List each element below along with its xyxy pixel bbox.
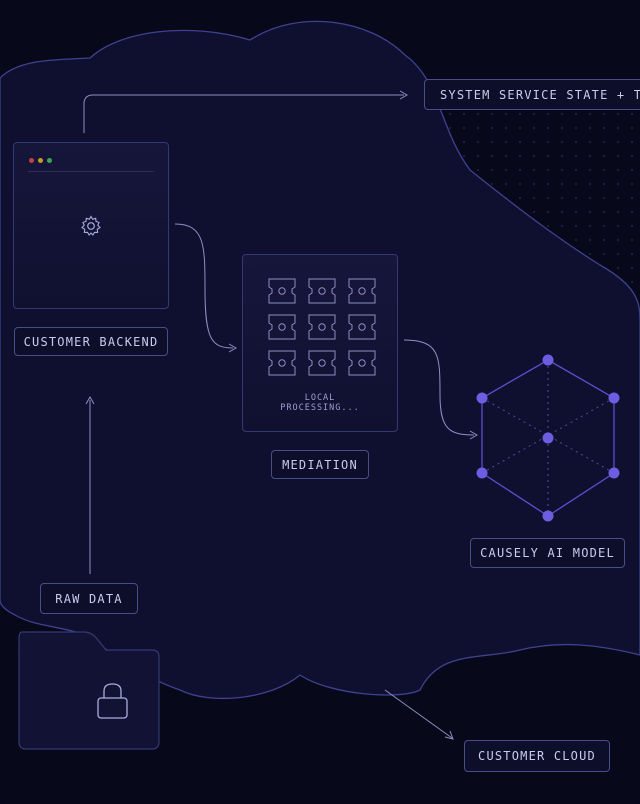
arrow-mediation-to-model	[403, 339, 475, 436]
chip-icon	[268, 350, 296, 376]
chip-icon	[348, 314, 376, 340]
raw-data-label: RAW DATA	[40, 583, 138, 614]
window-divider	[28, 171, 154, 172]
arrow-backend-to-mediation	[174, 223, 234, 349]
mediation-panel: LOCAL PROCESSING...	[242, 254, 398, 432]
arrow-to-customer-cloud	[384, 689, 453, 739]
chip-icon	[348, 350, 376, 376]
chip-grid	[268, 278, 376, 376]
processing-line-2: PROCESSING...	[280, 403, 360, 413]
arrowhead-backend	[85, 395, 95, 405]
chip-icon	[268, 278, 296, 304]
gear-icon	[81, 215, 101, 236]
window-dot-yellow	[38, 158, 43, 163]
arrowhead-cloud	[444, 730, 454, 740]
arrowhead-state	[399, 90, 409, 100]
system-state-label: SYSTEM SERVICE STATE + T	[424, 79, 640, 110]
causely-ai-model-label: CAUSELY AI MODEL	[470, 538, 625, 568]
folder-icon	[18, 631, 160, 750]
arrow-backend-to-state	[83, 94, 404, 133]
chip-icon	[308, 278, 336, 304]
chip-icon	[308, 314, 336, 340]
window-dot-green	[47, 158, 52, 163]
model-node	[542, 510, 554, 522]
arrowhead-mediation	[228, 343, 238, 353]
mediation-label: MEDIATION	[271, 450, 369, 479]
lock-icon	[97, 683, 128, 719]
model-node	[542, 432, 554, 444]
chip-icon	[308, 350, 336, 376]
model-node	[542, 354, 554, 366]
chip-icon	[348, 278, 376, 304]
window-dot-red	[29, 158, 34, 163]
processing-line-1: LOCAL	[304, 393, 336, 403]
ai-model-graph	[476, 354, 620, 522]
backend-window	[13, 142, 169, 309]
customer-cloud-label: CUSTOMER CLOUD	[464, 740, 610, 772]
processing-text: LOCAL PROCESSING...	[243, 393, 397, 413]
customer-backend-label: CUSTOMER BACKEND	[14, 327, 168, 356]
chip-icon	[268, 314, 296, 340]
model-node	[476, 467, 488, 479]
arrowhead-model	[469, 430, 479, 440]
model-node	[608, 392, 620, 404]
model-node	[608, 467, 620, 479]
model-node	[476, 392, 488, 404]
